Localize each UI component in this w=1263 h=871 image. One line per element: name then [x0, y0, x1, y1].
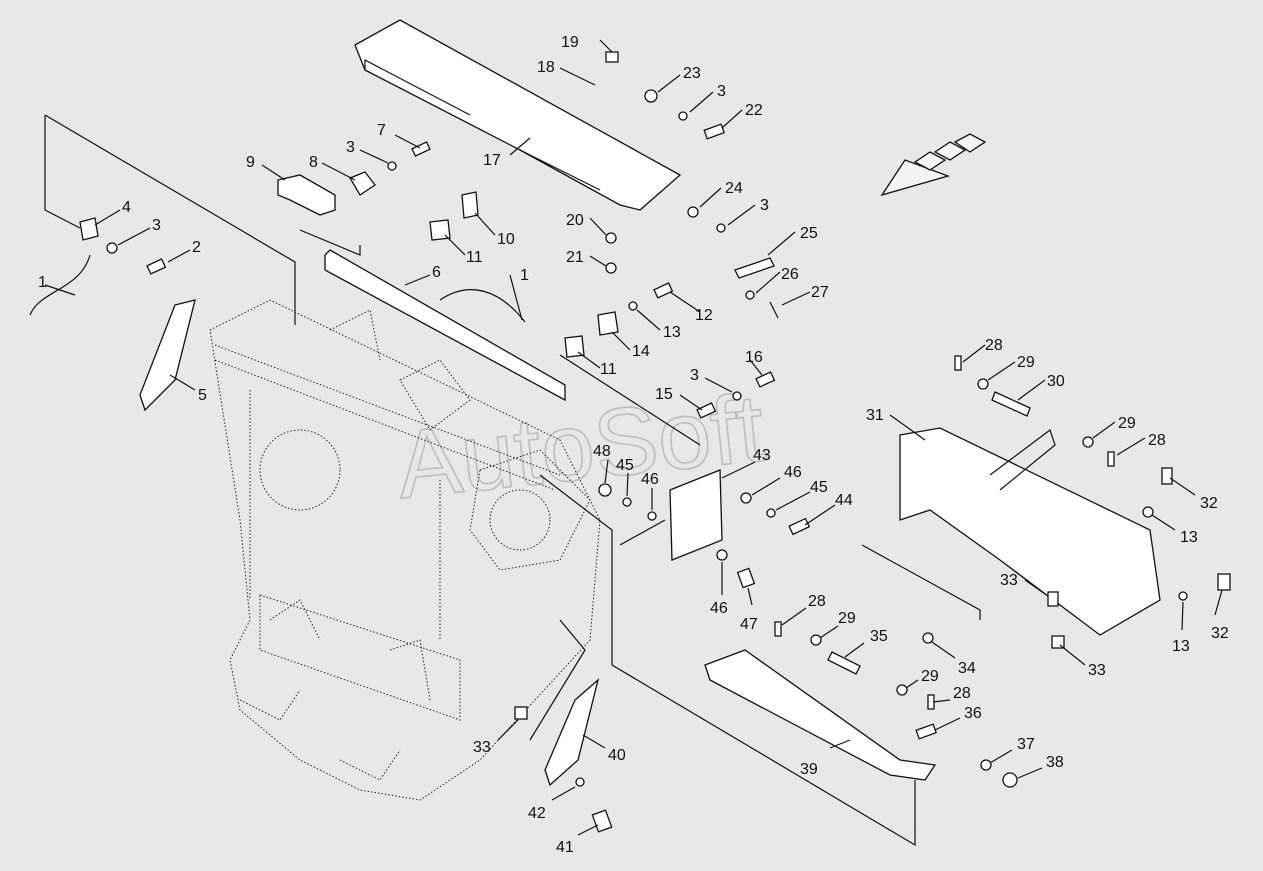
callout-3: 3 [346, 139, 355, 156]
callout-3: 3 [760, 197, 769, 214]
callout-33: 33 [1000, 572, 1018, 589]
shield-40 [544, 678, 600, 787]
rail-39 [704, 649, 937, 781]
callout-44: 44 [835, 492, 853, 509]
callout-15: 15 [655, 386, 673, 403]
callout-29: 29 [1118, 415, 1136, 432]
plate-14 [597, 311, 619, 336]
main-frame [209, 299, 601, 801]
callout-26: 26 [781, 266, 799, 283]
callout-39: 39 [800, 761, 818, 778]
callout-46: 46 [641, 471, 659, 488]
arrow-stripe-3-icon [953, 133, 987, 153]
callout-43: 43 [753, 447, 771, 464]
callout-3: 3 [690, 367, 699, 384]
callout-23: 23 [683, 65, 701, 82]
callout-11: 11 [466, 249, 483, 266]
pin-35 [827, 651, 861, 675]
callout-29: 29 [1017, 354, 1035, 371]
callout-46: 46 [710, 600, 728, 617]
callout-1: 1 [520, 267, 529, 284]
callout-3: 3 [717, 83, 726, 100]
hose-1a [29, 254, 91, 316]
callout-22: 22 [745, 102, 763, 119]
callout-29: 29 [838, 610, 856, 627]
callout-17: 17 [483, 152, 501, 169]
arrow-stripe-1-icon [913, 151, 947, 171]
hardware [106, 51, 1231, 833]
cover-plate [354, 19, 682, 211]
callout-32: 32 [1211, 625, 1229, 642]
callout-38: 38 [1046, 754, 1064, 771]
callout-19: 19 [561, 34, 579, 51]
callout-45: 45 [616, 457, 634, 474]
connection-lines [44, 114, 981, 847]
callout-31: 31 [866, 407, 884, 424]
callout-5: 5 [198, 387, 207, 404]
callout-24: 24 [725, 180, 743, 197]
callout-41: 41 [556, 839, 574, 856]
callout-16: 16 [745, 349, 763, 366]
callout-13: 13 [1180, 529, 1198, 546]
callout-20: 20 [566, 212, 584, 229]
callout-47: 47 [740, 616, 758, 633]
guard-31 [899, 427, 1161, 636]
hose-1b [439, 289, 526, 323]
plate-43 [669, 469, 723, 561]
callout-28: 28 [808, 593, 826, 610]
callout-33: 33 [473, 739, 491, 756]
callout-29: 29 [921, 668, 939, 685]
callout-3: 3 [152, 217, 161, 234]
bracket-10 [461, 191, 479, 219]
shield-5 [139, 299, 196, 412]
arrow-stripe-2-icon [933, 141, 967, 161]
pin-25 [734, 257, 775, 279]
callout-25: 25 [800, 225, 818, 242]
bracket-4 [79, 217, 99, 241]
callout-8: 8 [309, 154, 318, 171]
callout-28: 28 [953, 685, 971, 702]
callout-30: 30 [1047, 373, 1065, 390]
callout-35: 35 [870, 628, 888, 645]
callout-7: 7 [377, 122, 386, 139]
pin-30 [991, 391, 1031, 417]
callout-18: 18 [537, 59, 555, 76]
callout-28: 28 [1148, 432, 1166, 449]
callout-10: 10 [497, 231, 515, 248]
mounting-bar [324, 249, 566, 402]
plate-11b [564, 335, 585, 358]
callout-28: 28 [985, 337, 1003, 354]
callout-12: 12 [695, 307, 713, 324]
callout-6: 6 [432, 264, 441, 281]
callout-46: 46 [784, 464, 802, 481]
callout-9: 9 [246, 154, 255, 171]
callout-48: 48 [593, 443, 611, 460]
callout-21: 21 [566, 249, 584, 266]
callout-37: 37 [1017, 736, 1035, 753]
callout-1: 1 [38, 274, 47, 291]
callout-42: 42 [528, 805, 546, 822]
callout-36: 36 [964, 705, 982, 722]
callout-45: 45 [810, 479, 828, 496]
bracket-8 [349, 171, 376, 196]
callout-13: 13 [663, 324, 681, 341]
callout-40: 40 [608, 747, 626, 764]
bracket-9 [277, 174, 336, 216]
callout-27: 27 [811, 284, 829, 301]
callout-32: 32 [1200, 495, 1218, 512]
callout-13: 13 [1172, 638, 1190, 655]
callout-14: 14 [632, 343, 650, 360]
callout-leaders [44, 39, 1223, 836]
callout-33: 33 [1088, 662, 1106, 679]
callout-4: 4 [122, 199, 131, 216]
callout-34: 34 [958, 660, 976, 677]
callout-2: 2 [192, 239, 201, 256]
callout-11: 11 [600, 361, 617, 378]
